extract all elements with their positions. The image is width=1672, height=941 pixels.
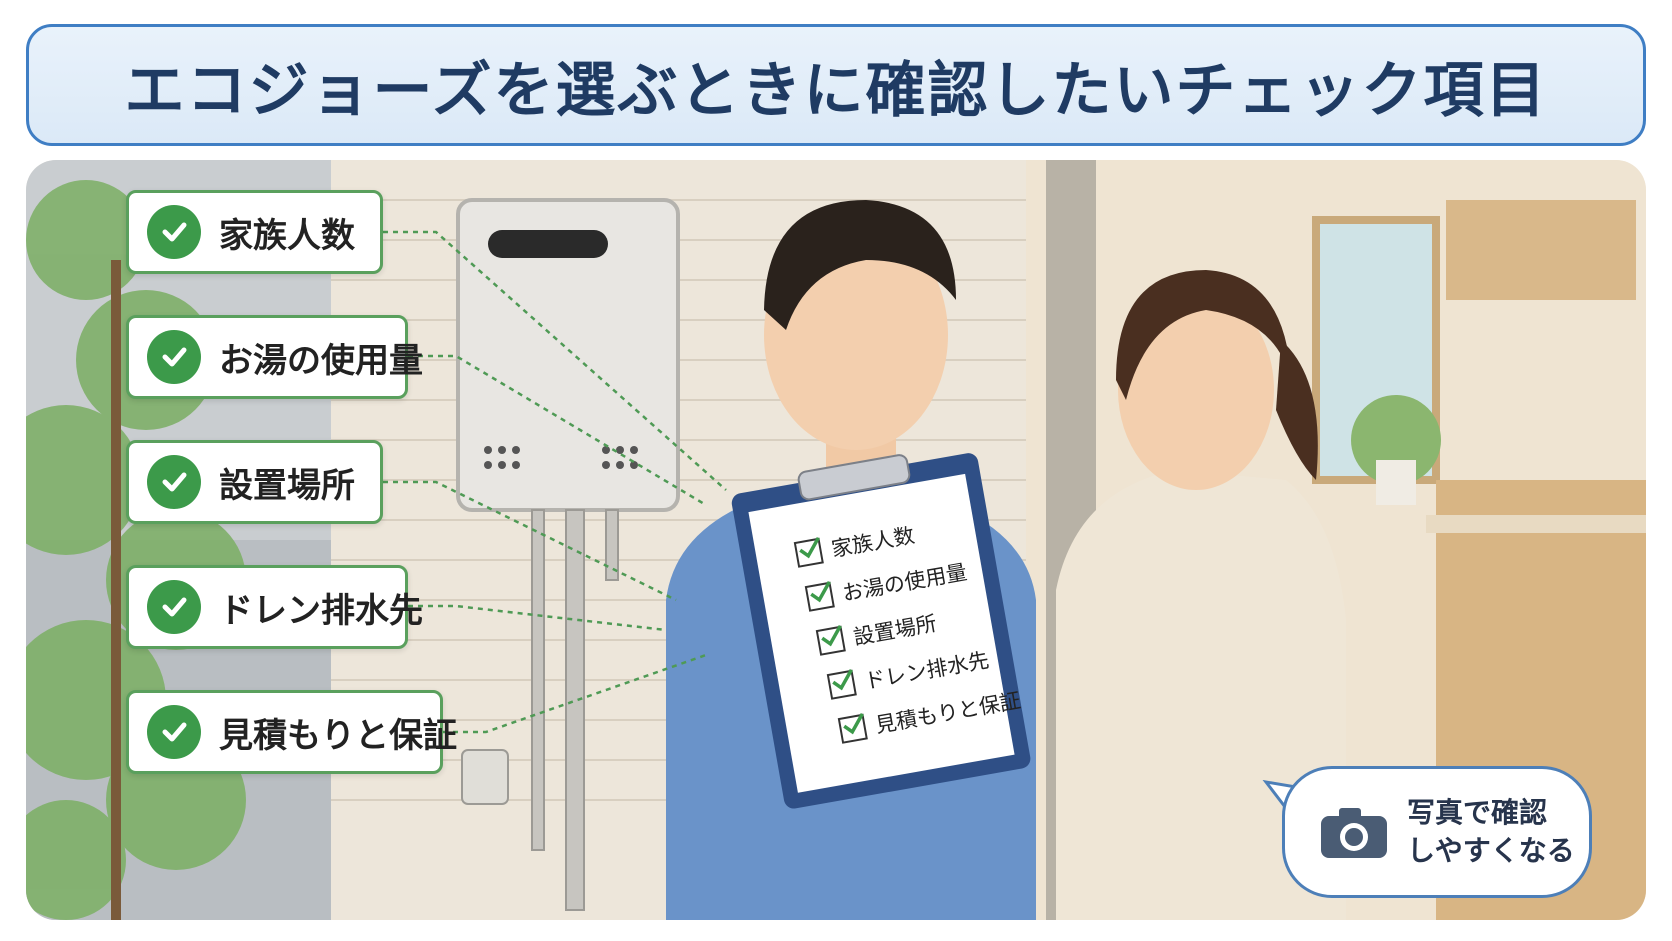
clipboard-check-icon [793, 537, 824, 568]
connector-line [443, 653, 707, 734]
title-banner: エコジョーズを選ぶときに確認したいチェック項目 [26, 24, 1646, 146]
camera-icon [1321, 808, 1387, 858]
scene-illustration [26, 160, 1646, 920]
clipboard-item: ドレン排水先 [826, 644, 991, 702]
check-icon [147, 455, 201, 509]
connector-line [408, 604, 667, 632]
check-icon [147, 580, 201, 634]
check-label: 設置場所 [219, 465, 355, 506]
check-card-hot-water-usage: お湯の使用量 [126, 315, 423, 399]
illustration-scene: 家族人数お湯の使用量設置場所ドレン排水先見積もりと保証 家族人数 お湯の使用量 … [26, 160, 1646, 920]
clipboard-item: 見積もりと保証 [837, 684, 1022, 745]
connector-line [383, 230, 727, 491]
bubble-line-1: 写真で確認 [1407, 796, 1548, 829]
bubble-line-2: しやすくなる [1407, 834, 1575, 867]
connector-line [383, 480, 677, 602]
check-card-install-location: 設置場所 [126, 440, 383, 524]
check-icon [147, 705, 201, 759]
clipboard-check-icon [804, 581, 835, 612]
clipboard-check-icon [815, 625, 846, 656]
photo-tip-bubble: 写真で確認 しやすくなる [1282, 766, 1592, 898]
check-card-family-size: 家族人数 [126, 190, 383, 274]
clipboard-item: 家族人数 [793, 519, 916, 569]
clipboard-item: 設置場所 [815, 607, 938, 657]
check-label: ドレン排水先 [219, 590, 423, 631]
check-label: 家族人数 [219, 215, 355, 256]
check-icon [147, 330, 201, 384]
check-label: 見積もりと保証 [219, 715, 457, 756]
check-card-drain-destination: ドレン排水先 [126, 565, 423, 649]
check-icon [147, 205, 201, 259]
clipboard-item: お湯の使用量 [804, 556, 969, 614]
connector-lines [383, 230, 727, 734]
connector-line [408, 354, 707, 507]
clipboard-check-icon [826, 669, 857, 700]
check-label: お湯の使用量 [219, 340, 423, 381]
clipboard-check-icon [837, 713, 868, 744]
check-card-estimate-warranty: 見積もりと保証 [126, 690, 457, 774]
page-title: エコジョーズを選ぶときに確認したいチェック項目 [124, 55, 1548, 126]
